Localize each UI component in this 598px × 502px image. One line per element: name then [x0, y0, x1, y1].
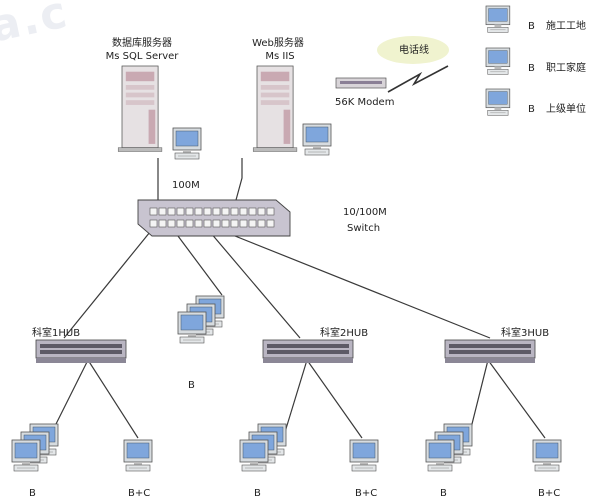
switch-name-label: Switch — [347, 223, 381, 234]
client-cluster-2 — [239, 423, 287, 472]
phone-line-bolt-icon — [387, 65, 449, 93]
hub1-to-cluster-link — [51, 359, 89, 433]
hub2-to-cluster-link — [284, 359, 308, 433]
client-cluster-3-label: B — [440, 488, 447, 499]
hub-2-label: 科室2HUB — [320, 328, 369, 339]
web-server-name: Ms IIS — [265, 51, 295, 62]
hub2-to-single-link — [306, 359, 363, 439]
remote-site-3-pc-icon — [485, 88, 511, 116]
middle-group-label: B — [188, 380, 195, 391]
workstation-icon — [425, 439, 455, 472]
remote-site-2-letter: B — [528, 63, 535, 74]
web-server-link — [235, 158, 243, 201]
phone-line-cloud — [377, 36, 449, 64]
workstation-icon — [177, 311, 207, 344]
switch-speed-label: 10/100M — [343, 207, 387, 218]
workstation-icon — [11, 439, 41, 472]
remote-site-3-letter: B — [528, 104, 535, 115]
web-server-tower-icon — [252, 65, 298, 152]
hub-1-label: 科室1HUB — [32, 328, 81, 339]
client-cluster-1 — [11, 423, 59, 472]
client-single-1-icon — [123, 439, 153, 472]
switch-to-middle-group-link — [174, 231, 223, 296]
hub3-to-cluster-link — [469, 359, 489, 433]
client-cluster-2-label: B — [254, 488, 261, 499]
workstation-icon — [239, 439, 269, 472]
hub3-to-single-link — [487, 359, 546, 439]
client-cluster-3 — [425, 423, 473, 472]
switch-to-hub1-link — [63, 231, 151, 339]
db-server-title: 数据库服务器 — [112, 38, 172, 49]
client-cluster-1-label: B — [29, 488, 36, 499]
remote-site-2-pc-icon — [485, 47, 511, 75]
middle-workstation-group — [177, 295, 225, 344]
hub-3-icon — [444, 339, 536, 364]
remote-site-1-letter: B — [528, 21, 535, 32]
modem-icon — [335, 77, 387, 89]
hub1-to-single-link — [87, 359, 139, 439]
remote-site-2-name: 职工家庭 — [546, 63, 586, 74]
db-server-tower-icon — [117, 65, 163, 152]
switch-to-hub2-link — [209, 231, 301, 339]
switch-icon — [137, 199, 291, 237]
web-server-title: Web服务器 — [252, 38, 304, 49]
remote-site-1-name: 施工工地 — [546, 21, 586, 32]
db-server-name: Ms SQL Server — [105, 51, 179, 62]
client-single-2-label: B+C — [355, 488, 378, 499]
remote-site-3-name: 上级单位 — [546, 104, 586, 115]
phone-line-label: 电话线 — [399, 45, 429, 56]
client-single-1-label: B+C — [128, 488, 151, 499]
switch-to-hub3-link — [224, 231, 491, 339]
hub-1-icon — [35, 339, 127, 364]
db-server-monitor-icon — [172, 127, 202, 160]
link-speed-label: 100M — [172, 180, 200, 191]
hub-3-label: 科室3HUB — [501, 328, 550, 339]
web-server-monitor-icon — [302, 123, 332, 156]
client-single-3-icon — [532, 439, 562, 472]
modem-label: 56K Modem — [335, 97, 395, 108]
client-single-2-icon — [349, 439, 379, 472]
client-single-3-label: B+C — [538, 488, 561, 499]
remote-site-1-pc-icon — [485, 5, 511, 33]
hub-2-icon — [262, 339, 354, 364]
